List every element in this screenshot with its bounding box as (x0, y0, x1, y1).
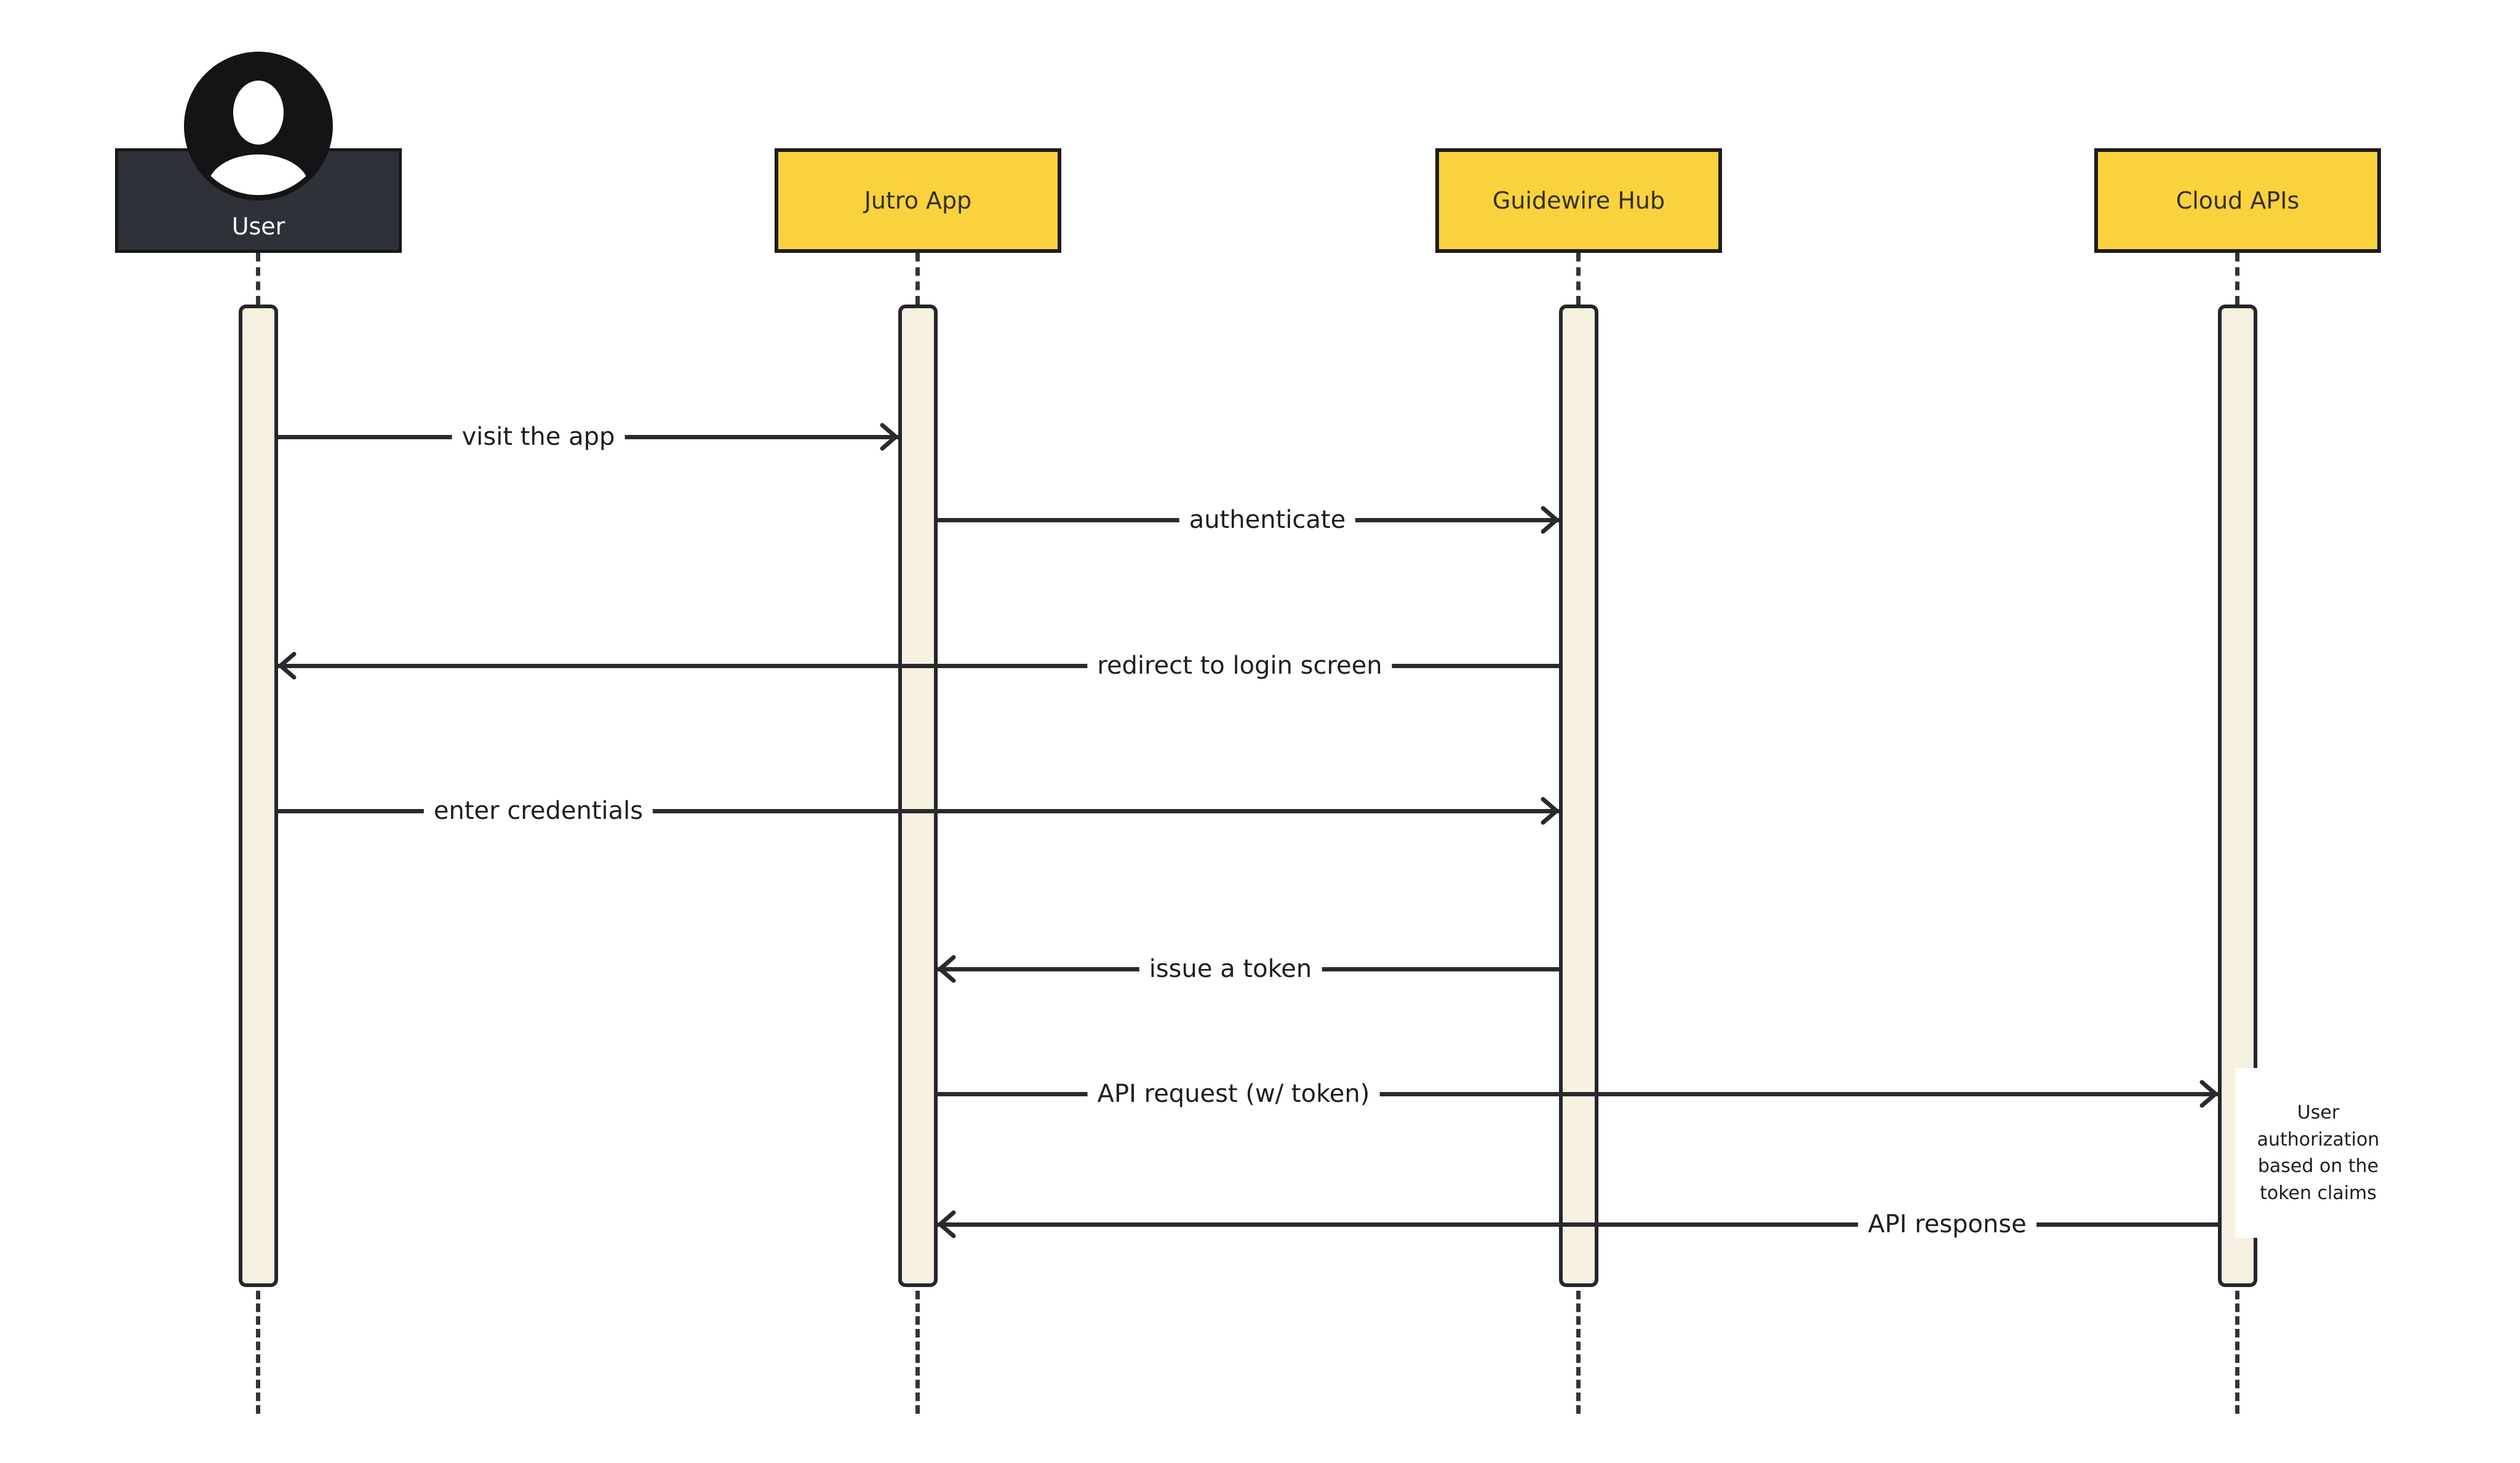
actor-box-jutro-app: Jutro App (775, 148, 1061, 253)
note-line: authorization (2257, 1128, 2380, 1150)
lifeline-user-bottom (256, 1291, 260, 1414)
actor-label-cloud-apis: Cloud APIs (2175, 187, 2300, 214)
lifeline-guidewire-hub-bottom (1576, 1291, 1581, 1414)
arrowhead-right-icon (1541, 506, 1560, 534)
activation-bar-guidewire-hub (1559, 305, 1598, 1287)
arrowhead-left-icon (277, 652, 297, 680)
actor-box-cloud-apis: Cloud APIs (2094, 148, 2381, 253)
message-label-api-request: API request (w/ token) (1087, 1077, 1380, 1110)
arrowhead-right-icon (1541, 797, 1560, 825)
note-line: based on the (2257, 1155, 2379, 1177)
message-label-api-response: API response (1858, 1208, 2036, 1241)
message-line-redirect-to-login-screen (278, 664, 1559, 668)
person-icon (184, 52, 333, 201)
actor-label-jutro-app: Jutro App (864, 187, 972, 214)
message-label-enter-credentials: enter credentials (423, 794, 653, 827)
lifeline-jutro-app-top (915, 253, 920, 305)
arrowhead-right-icon (880, 423, 899, 451)
lifeline-guidewire-hub-top (1576, 253, 1581, 305)
message-label-visit-the-app: visit the app (452, 420, 625, 453)
message-label-issue-a-token: issue a token (1139, 952, 1322, 986)
activation-bar-user (239, 305, 278, 1287)
lifeline-jutro-app-bottom (915, 1291, 920, 1414)
message-line-enter-credentials (278, 809, 1559, 813)
message-line-api-response (938, 1222, 2218, 1227)
message-label-redirect-to-login-screen: redirect to login screen (1087, 649, 1392, 682)
lifeline-user-top (256, 253, 260, 305)
actor-box-guidewire-hub: Guidewire Hub (1435, 148, 1722, 253)
activation-bar-jutro-app (898, 305, 938, 1287)
actor-label-guidewire-hub: Guidewire Hub (1492, 187, 1665, 214)
lifeline-cloud-apis-bottom (2235, 1291, 2239, 1414)
note-line: User (2297, 1102, 2340, 1123)
arrowhead-right-icon (2199, 1080, 2219, 1108)
lifeline-cloud-apis-top (2235, 253, 2239, 305)
arrowhead-left-icon (936, 955, 956, 983)
arrowhead-left-icon (936, 1210, 956, 1238)
message-line-api-request (938, 1092, 2218, 1096)
message-label-authenticate: authenticate (1179, 503, 1356, 536)
note-line: token claims (2260, 1182, 2377, 1204)
note-user-authorization: User authorization based on the token cl… (2235, 1068, 2401, 1238)
actor-label-user: User (231, 213, 285, 240)
